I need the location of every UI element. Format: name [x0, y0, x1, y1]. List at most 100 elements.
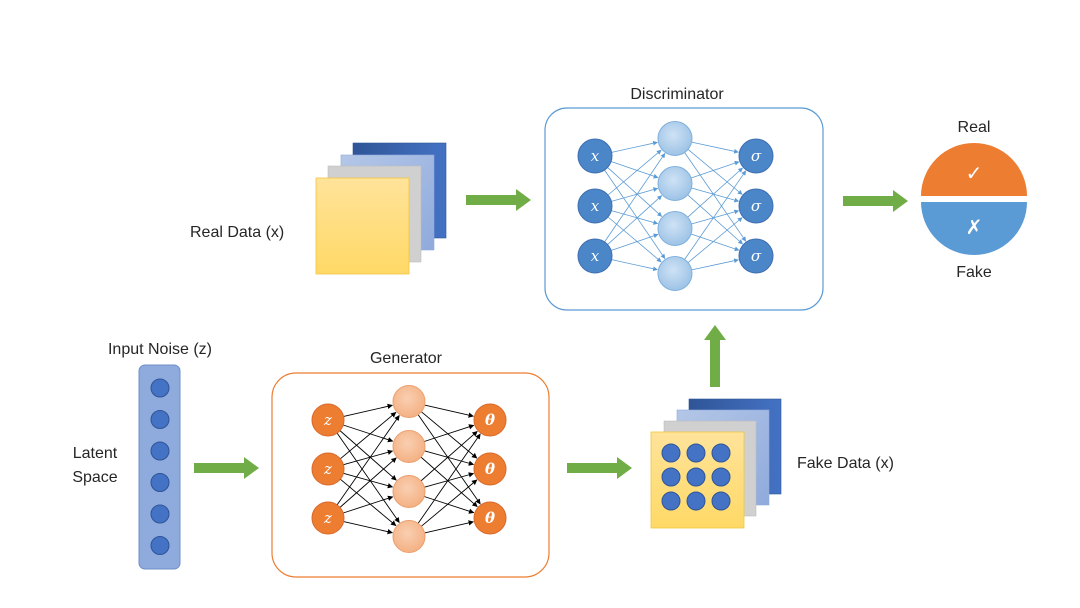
generator-output-node-1 — [473, 403, 507, 437]
discriminator-to-output-arrow — [843, 190, 908, 212]
discriminator-edge-l1-3-0 — [684, 170, 747, 260]
discriminator-input-node-3 — [577, 238, 613, 274]
generator-edge-l1-3-0 — [417, 433, 481, 524]
fake-data-label: Fake Data (x) — [797, 455, 894, 472]
generator-input-node-1 — [311, 403, 345, 437]
discriminator-output-symbol-1: σ — [751, 147, 762, 165]
discriminator-output-node-3 — [738, 238, 774, 274]
real-data-stack — [315, 142, 447, 275]
discriminator-output-symbol-3: σ — [751, 247, 762, 265]
generator-input-symbol-2: z — [323, 460, 332, 478]
generator-edge-l1-0-2 — [417, 414, 481, 505]
real-to-discriminator-arrow — [466, 189, 531, 211]
discriminator-edge-l1-0-2 — [684, 152, 747, 242]
input-noise-label: Input Noise (z) — [108, 341, 212, 358]
latent-space-label-line2: Space — [72, 469, 117, 486]
fake-sample-dot-1-2 — [686, 443, 706, 463]
fake-output-half — [921, 202, 1027, 255]
latent-space-label-line1: Latent — [73, 445, 118, 462]
discriminator-edge-l1-1-0 — [690, 160, 740, 179]
generator-edge-l0-1-2 — [343, 472, 394, 489]
discriminator-edge-l1-2-2 — [690, 233, 740, 252]
check-mark-icon: ✓ — [966, 161, 983, 185]
generator-edge-l1-2-2 — [424, 496, 475, 514]
generator-edge-l0-1-0 — [340, 412, 397, 460]
generator-edge-l1-1-1 — [424, 450, 475, 466]
real-data-label: Real Data (x) — [190, 224, 284, 241]
discriminator-edge-l1-3-1 — [687, 217, 743, 263]
cross-mark-icon: ✗ — [966, 215, 983, 239]
generator-edge-l0-0-3 — [336, 432, 400, 523]
discriminator-title: Discriminator — [630, 86, 724, 103]
discriminator-output-symbol-2: σ — [751, 197, 762, 215]
discriminator-edge-l0-2-3 — [611, 259, 658, 272]
generator-connections — [336, 403, 481, 535]
latent-unit-5 — [150, 504, 170, 524]
discriminator-edge-l1-1-1 — [691, 187, 740, 203]
discriminator-edge-l0-0-2 — [607, 167, 663, 217]
generator-edge-l0-2-0 — [336, 415, 400, 506]
generator-output-node-2 — [473, 452, 507, 486]
latent-noise-vector — [138, 364, 181, 570]
generator-hidden-node-3 — [392, 475, 426, 508]
discriminator-edge-l0-2-1 — [607, 195, 663, 245]
generator-edge-l1-1-2 — [420, 456, 478, 508]
generator-edge-l0-1-1 — [343, 449, 394, 466]
generator-hidden-node-4 — [392, 520, 426, 553]
discriminator-output-node-1 — [738, 138, 774, 174]
discriminator-edge-l0-1-2 — [611, 210, 659, 225]
discriminator-edge-l0-1-1 — [611, 187, 659, 202]
generator-edge-l1-3-2 — [424, 520, 474, 534]
latent-unit-3 — [150, 441, 170, 461]
generator-edge-l1-3-1 — [421, 479, 478, 527]
discriminator-hidden-node-1 — [657, 121, 693, 156]
discriminator-edge-l0-2-0 — [604, 153, 666, 243]
generator-input-node-3 — [311, 501, 345, 535]
fake-data-stack — [650, 398, 782, 529]
discriminator-input-symbol-2: x — [591, 197, 600, 215]
real-output-half — [921, 143, 1027, 196]
fake-to-discriminator-arrow — [704, 325, 726, 387]
discriminator-input-node-2 — [577, 188, 613, 224]
generator-input-symbol-3: z — [323, 509, 332, 527]
generator-edge-l1-0-0 — [424, 404, 474, 418]
generator-edge-l1-0-1 — [421, 411, 478, 459]
generator-hidden-node-2 — [392, 430, 426, 463]
fake-data-dot-grid — [661, 443, 731, 511]
discriminator-edge-l1-2-1 — [691, 209, 740, 225]
latent-unit-4 — [150, 473, 170, 492]
fake-sample-dot-3-2 — [686, 491, 706, 511]
fake-sample-dot-1-1 — [661, 443, 681, 463]
discriminator-input-symbol-1: x — [591, 147, 600, 165]
generator-edge-l0-0-2 — [339, 430, 397, 481]
generator-edge-l1-1-0 — [424, 424, 475, 442]
generator-input-symbol-1: z — [323, 411, 332, 429]
discriminator-edge-l0-0-0 — [611, 140, 658, 153]
fake-sample-dot-3-3 — [711, 491, 731, 511]
discriminator-hidden-node-2 — [657, 166, 693, 201]
discriminator-edge-l0-2-2 — [610, 233, 659, 251]
latent-unit-2 — [150, 410, 170, 429]
generator-edge-l0-2-1 — [339, 457, 397, 508]
discriminator-edge-l1-1-2 — [687, 194, 743, 245]
generator-edge-l1-2-0 — [420, 430, 478, 482]
fake-sample-dot-1-3 — [711, 443, 731, 463]
real-data-sample — [315, 177, 410, 275]
discriminator-edge-l1-3-2 — [691, 258, 739, 271]
generator-output-symbol-3: θ — [485, 509, 495, 527]
generator-edge-l0-0-0 — [343, 403, 393, 417]
discriminator-edge-l0-0-3 — [604, 169, 666, 259]
generator-title: Generator — [370, 350, 443, 367]
discriminator-hidden-node-4 — [657, 256, 693, 291]
discriminator-connections — [604, 140, 747, 272]
generator-to-fake-arrow — [567, 457, 632, 479]
discriminator-edge-l1-0-1 — [687, 149, 743, 195]
discriminator-edge-l1-0-0 — [691, 141, 739, 154]
generator-edge-l0-2-3 — [343, 521, 393, 535]
discriminator-output-node-2 — [738, 188, 774, 224]
latent-unit-1 — [150, 378, 170, 398]
discriminator-input-node-1 — [577, 138, 613, 174]
